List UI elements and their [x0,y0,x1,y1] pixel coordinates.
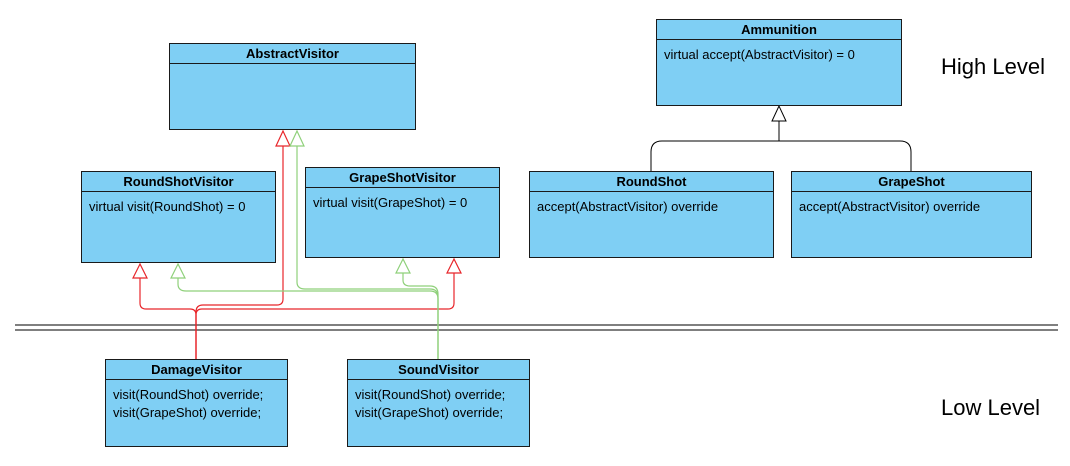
class-name: SoundVisitor [348,360,529,380]
class-name: RoundShotVisitor [82,172,275,192]
member: virtual visit(RoundShot) = 0 [89,199,246,214]
member: visit(RoundShot) override; [355,387,506,402]
member: accept(AbstractVisitor) override [537,199,719,214]
high-level-label: High Level [941,54,1045,79]
class-name: DamageVisitor [106,360,287,380]
edge-damage-to-roundshotvisitor [139,278,197,359]
member: visit(RoundShot) override; [113,387,264,402]
class-name: RoundShot [530,172,773,192]
member: virtual accept(AbstractVisitor) = 0 [664,47,855,62]
class-grape-shot-visitor[interactable]: GrapeShotVisitor virtual visit(GrapeShot… [305,167,500,258]
member: virtual visit(GrapeShot) = 0 [313,195,468,210]
arrowhead-damage-abstractvisitor [275,129,291,147]
class-name: Ammunition [657,20,901,40]
arrowhead-sound-grapeshotvisitor [395,257,411,274]
arrowhead-damage-grapeshotvisitor [446,257,462,274]
edge-sound-to-abstractvisitor [296,146,439,359]
arrowhead-ammunition [771,104,787,122]
class-members: virtual visit(GrapeShot) = 0 [306,188,499,212]
edge-damage-to-abstractvisitor [195,146,284,359]
arrowhead-damage-roundshotvisitor [132,262,148,279]
class-members: accept(AbstractVisitor) override [792,192,1031,216]
low-level-label: Low Level [941,395,1041,420]
class-grape-shot[interactable]: GrapeShot accept(AbstractVisitor) overri… [791,171,1032,258]
member: visit(GrapeShot) override; [355,405,504,420]
class-sound-visitor[interactable]: SoundVisitor visit(RoundShot) override; … [347,359,530,447]
class-members: visit(RoundShot) override; visit(GrapeSh… [106,380,287,422]
class-abstract-visitor[interactable]: AbstractVisitor [169,43,416,130]
class-round-shot[interactable]: RoundShot accept(AbstractVisitor) overri… [529,171,774,258]
class-name: AbstractVisitor [170,44,415,64]
class-members [170,64,415,70]
class-round-shot-visitor[interactable]: RoundShotVisitor virtual visit(RoundShot… [81,171,276,263]
edge-grapeshot-to-ammunition [779,140,912,171]
class-ammunition[interactable]: Ammunition virtual accept(AbstractVisito… [656,19,902,106]
class-members: visit(RoundShot) override; visit(GrapeSh… [348,380,529,422]
class-name: GrapeShot [792,172,1031,192]
arrowhead-sound-roundshotvisitor [170,262,186,279]
class-damage-visitor[interactable]: DamageVisitor visit(RoundShot) override;… [105,359,288,447]
class-members: virtual accept(AbstractVisitor) = 0 [657,40,901,64]
member: accept(AbstractVisitor) override [799,199,981,214]
member: visit(GrapeShot) override; [113,405,262,420]
class-members: virtual visit(RoundShot) = 0 [82,192,275,216]
edge-roundshot-to-ammunition [650,121,780,171]
edge-sound-to-grapeshotvisitor [402,273,439,359]
class-name: GrapeShotVisitor [306,168,499,188]
edge-sound-to-roundshotvisitor [177,278,439,359]
class-members: accept(AbstractVisitor) override [530,192,773,216]
arrowhead-sound-abstractvisitor [289,129,305,147]
